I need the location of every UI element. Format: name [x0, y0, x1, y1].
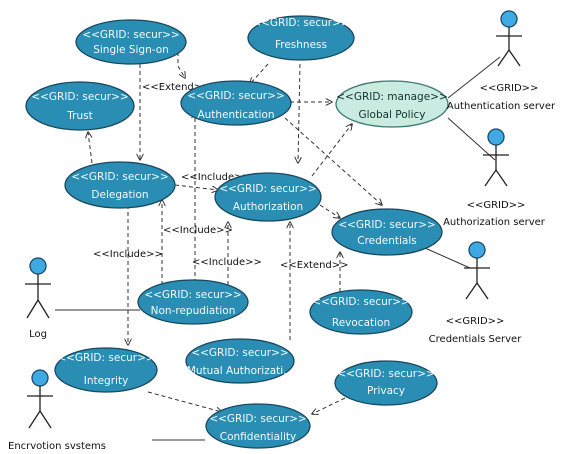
dep-integrity-confidentiality — [147, 391, 222, 412]
actor-authorization-server[interactable]: <<GRID>> Authorization server — [443, 128, 546, 228]
associations — [55, 56, 501, 441]
use-case-label: Global Policy — [358, 109, 425, 121]
use-case-label: Non-repudiation — [151, 305, 236, 317]
stereotype-label: <<GRID: secur>> — [144, 289, 241, 301]
use-case-label: Authorization — [233, 201, 303, 213]
stereotype-label: <<GRID: secur>> — [209, 413, 306, 425]
dep-delegation-trust — [88, 132, 93, 164]
dep-authorization-credentials — [319, 204, 340, 218]
assoc-credentials-server-credentials — [424, 247, 471, 269]
use-case-mutual-authorization[interactable]: <<GRID: secur>> Mutual Authorizati... — [185, 338, 295, 384]
use-case-label: Delegation — [91, 189, 148, 201]
use-case-single-sign-on[interactable]: <<GRID: secur>> Single Sign-on — [75, 19, 187, 65]
stereotype-label: <<GRID: secur>> — [57, 352, 154, 364]
use-case-revocation[interactable]: <<GRID: secur>> Revocation — [309, 289, 413, 335]
use-case-label: Trust — [66, 110, 92, 122]
use-case-trust[interactable]: <<GRID: secur>> Trust — [25, 81, 135, 131]
label-extend-sso: <<Extend>> — [142, 82, 211, 93]
actor-credentials-server[interactable]: <<GRID>> Credentials Server — [429, 241, 523, 345]
actor-label: Credentials Server — [429, 334, 523, 345]
use-case-label: Privacy — [367, 385, 405, 397]
stereotype-label: <<GRID: secur>> — [252, 17, 349, 29]
dep-sso-authentication — [177, 52, 185, 78]
use-case-label: Confidentiality — [220, 431, 296, 443]
use-case-label: Authentication — [197, 109, 274, 121]
label-include-nonrep-authorization: <<Include>> — [192, 257, 262, 268]
stereotype-label: <<GRID: secur>> — [31, 91, 128, 103]
assoc-authorization-server-global-policy — [447, 117, 496, 161]
dep-privacy-confidentiality — [312, 397, 346, 414]
label-include-nonrep-delegation: <<Include>> — [163, 225, 233, 236]
use-case-label: Mutual Authorizati... — [187, 365, 293, 377]
stereotype-label: <<GRID: secur>> — [219, 183, 316, 195]
dep-delegation-authorization — [174, 184, 218, 190]
stereotype-label: <<GRID: manage>> — [336, 91, 448, 103]
dep-authorization-global-policy — [311, 124, 352, 177]
use-case-credentials[interactable]: <<GRID: secur>> Credentials — [331, 208, 443, 256]
stereotype-label: <<GRID: secur>> — [82, 29, 179, 41]
use-case-non-repudiation[interactable]: <<GRID: secur>> Non-repudiation — [137, 279, 249, 325]
use-case-label: Freshness — [275, 39, 327, 51]
dependencies — [88, 52, 382, 414]
dep-freshness-authorization — [298, 63, 300, 163]
use-case-label: Integrity — [84, 375, 129, 387]
actor-stereotype: <<GRID>> — [480, 83, 539, 94]
stereotype-label: <<GRID: secur>> — [71, 171, 168, 183]
actor-label: Authorization server — [443, 217, 546, 228]
label-extend-mutual: <<Extend>> — [280, 260, 349, 271]
actor-encryption-systems[interactable]: Encrvotion svstems — [8, 369, 106, 452]
stereotype-label: <<GRID: secur>> — [337, 368, 434, 380]
use-case-confidentiality[interactable]: <<GRID: secur>> Confidentiality — [205, 403, 311, 449]
use-case-authentication[interactable]: <<GRID: secur>> Authentication — [180, 80, 292, 126]
actor-label: Authentication server — [447, 101, 556, 112]
actor-authentication-server[interactable]: <<GRID>> Authentication server — [447, 10, 556, 112]
use-case-label: Single Sign-on — [93, 44, 169, 56]
use-case-privacy[interactable]: <<GRID: secur>> Privacy — [334, 360, 438, 406]
assoc-authentication-server-global-policy — [447, 56, 501, 99]
actor-stereotype: <<GRID>> — [467, 200, 526, 211]
dep-freshness-authentication — [250, 63, 269, 84]
stereotype-label: <<GRID: secur>> — [338, 219, 435, 231]
label-include-delegation-authorization: <<Include>> — [181, 172, 251, 183]
actor-log[interactable]: Log — [25, 257, 51, 340]
label-include-delegation-integrity: <<Include>> — [93, 249, 163, 260]
stereotype-label: <<GRID: secur>> — [191, 347, 288, 359]
actor-label: Encrvotion svstems — [8, 441, 106, 452]
use-case-label: Credentials — [357, 235, 417, 247]
actor-stereotype: <<GRID>> — [446, 316, 505, 327]
stereotype-label: <<GRID: secur>> — [187, 90, 284, 102]
edge-labels: <<Extend>> <<Include>> <<Include>> <<Inc… — [93, 82, 349, 271]
dep-authentication-credentials — [284, 117, 382, 205]
use-case-delegation[interactable]: <<GRID: secur>> Delegation — [64, 161, 176, 209]
actor-label: Log — [29, 329, 47, 340]
use-case-global-policy[interactable]: <<GRID: manage>> Global Policy — [335, 80, 449, 128]
use-case-label: Revocation — [332, 317, 390, 329]
stereotype-label: <<GRID: secur>> — [312, 296, 409, 308]
use-case-integrity[interactable]: <<GRID: secur>> Integrity — [54, 347, 158, 393]
use-case-authorization[interactable]: <<GRID: secur>> Authorization — [214, 172, 322, 222]
use-case-freshness[interactable]: <<GRID: secur>> Freshness — [247, 15, 355, 61]
